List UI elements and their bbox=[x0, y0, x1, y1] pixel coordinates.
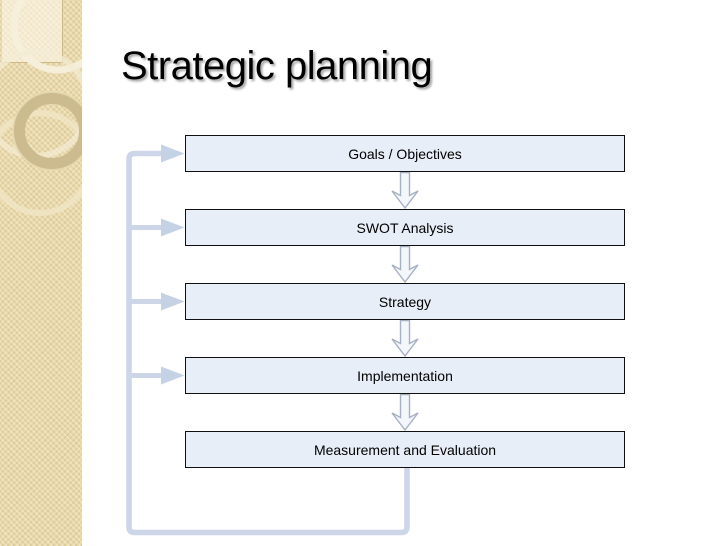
flow-box-goals-objectives: Goals / Objectives bbox=[185, 135, 625, 172]
flow-box-strategy: Strategy bbox=[185, 283, 625, 320]
sidebar-circle-ornaments bbox=[0, 0, 82, 216]
flow-down-arrow-icon bbox=[391, 319, 419, 358]
sidebar-decoration bbox=[0, 0, 82, 546]
flow-box-label: Strategy bbox=[378, 293, 432, 310]
branch-arrowhead-icon bbox=[161, 144, 185, 163]
page-title: Strategic planning bbox=[121, 44, 433, 88]
flow-down-arrow-icon bbox=[391, 245, 419, 284]
flow-box-label: SWOT Analysis bbox=[356, 219, 454, 236]
flow-box-label: Implementation bbox=[357, 367, 453, 384]
circle-ornament-icon bbox=[10, 0, 82, 74]
flow-box-label: Measurement and Evaluation bbox=[313, 441, 497, 458]
feedback-loop-connector bbox=[126, 150, 410, 536]
branch-arrowhead-icon bbox=[161, 292, 185, 311]
flow-box-implementation: Implementation bbox=[185, 357, 625, 394]
ring-highlight-icon bbox=[12, 91, 82, 171]
branch-arrowhead-icon bbox=[161, 366, 185, 385]
branch-arrowhead-icon bbox=[161, 218, 185, 237]
circle-ornament-icon bbox=[0, 110, 82, 216]
flow-down-arrow-icon bbox=[391, 393, 419, 432]
flow-down-arrow-icon bbox=[391, 171, 419, 210]
ring-ornament-icon bbox=[13, 92, 82, 170]
flow-box-label: Goals / Objectives bbox=[348, 145, 462, 162]
flow-box-measurement-evaluation: Measurement and Evaluation bbox=[185, 431, 625, 468]
flow-box-swot-analysis: SWOT Analysis bbox=[185, 209, 625, 246]
